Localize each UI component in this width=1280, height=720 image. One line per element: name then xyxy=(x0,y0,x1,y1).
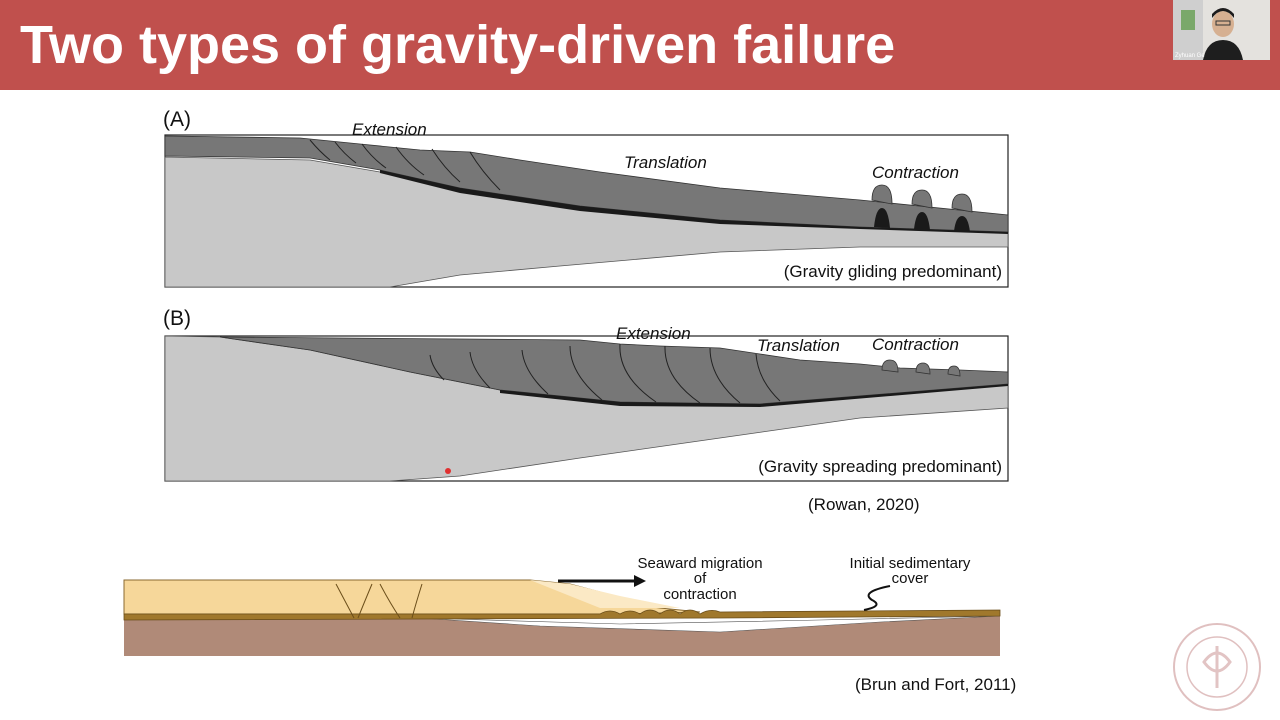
panel-label-a: (A) xyxy=(163,108,191,131)
caption-a: (Gravity gliding predominant) xyxy=(784,262,1002,281)
slide-title: Two types of gravity-driven failure xyxy=(20,10,895,80)
university-seal-logo xyxy=(1172,622,1262,712)
citation-rowan: (Rowan, 2020) xyxy=(808,495,920,515)
webcam-thumbnail[interactable]: Zyhuan Ge xyxy=(1173,0,1270,60)
label-translation-a: Translation xyxy=(624,153,707,172)
figure-c: Seaward migration of contraction Initial… xyxy=(120,548,1010,660)
label-contraction-a: Contraction xyxy=(872,163,959,182)
arrow-head xyxy=(634,575,646,587)
figure-a: (A) Extension Translation xyxy=(160,100,1020,295)
label-seaward-line3: contraction xyxy=(663,586,736,603)
label-seaward-line2: of xyxy=(694,570,707,587)
laser-pointer xyxy=(445,468,451,474)
label-extension-a: Extension xyxy=(352,120,427,139)
label-initial-line2: cover xyxy=(892,570,929,587)
cover-pointer xyxy=(864,586,890,610)
label-contraction-b: Contraction xyxy=(872,335,959,354)
panel-label-b: (B) xyxy=(163,307,191,330)
caption-b: (Gravity spreading predominant) xyxy=(758,457,1002,476)
label-translation-b: Translation xyxy=(757,336,840,355)
participant-name: Zyhuan Ge xyxy=(1175,53,1205,59)
figure-b: (B) Extension Translation Contraction (G… xyxy=(160,300,1020,490)
presenter-video xyxy=(1173,0,1270,60)
label-extension-b: Extension xyxy=(616,324,691,343)
citation-brun-fort: (Brun and Fort, 2011) xyxy=(855,675,1016,695)
title-bar: Two types of gravity-driven failure xyxy=(0,0,1280,90)
